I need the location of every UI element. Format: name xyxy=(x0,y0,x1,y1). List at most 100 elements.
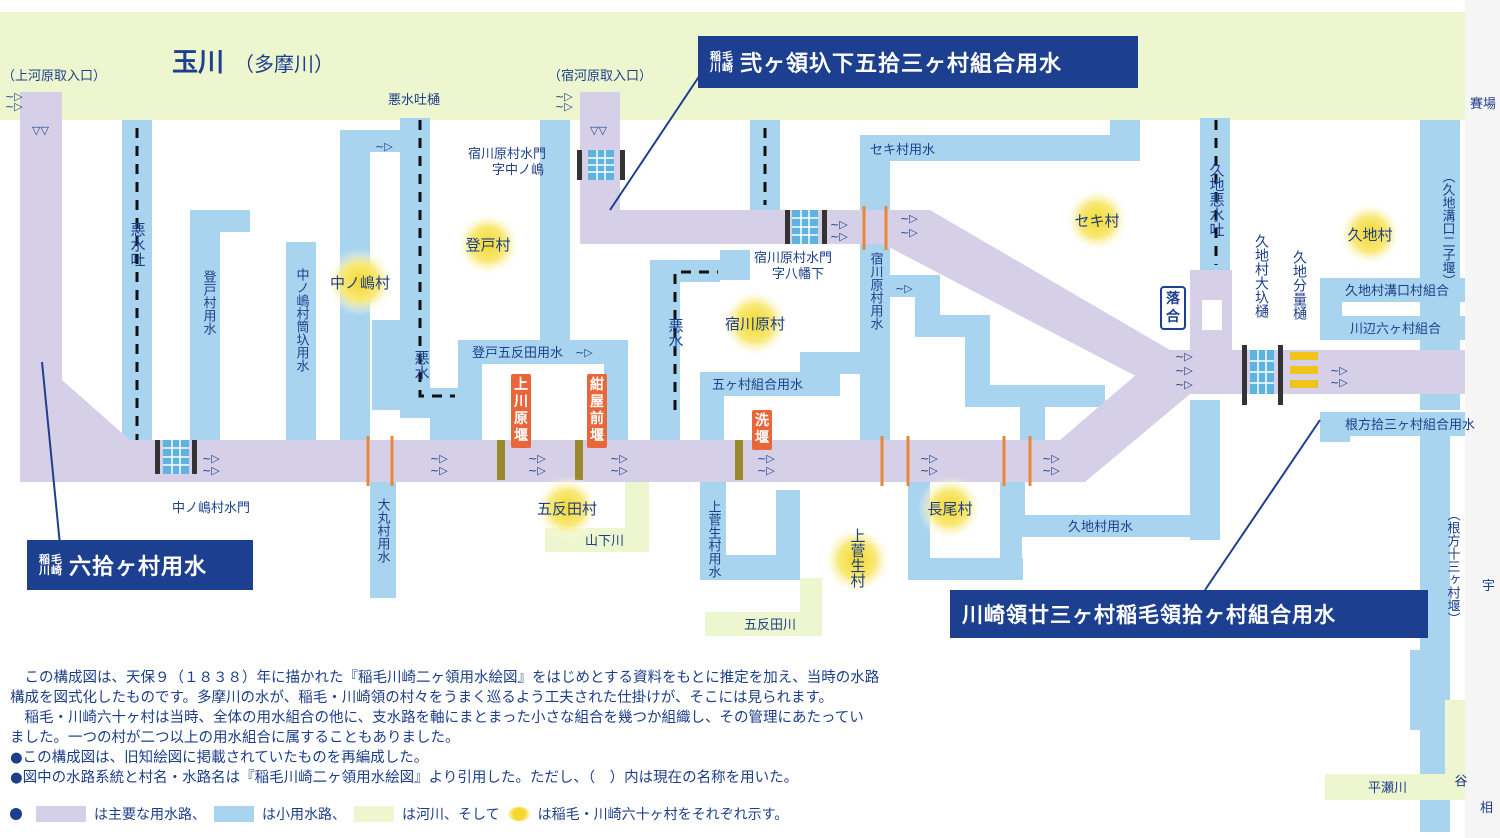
label-shuku-suimon-naka-sub: 字中ノ嶋 xyxy=(492,162,544,177)
legend-main-text: は主要な用水路、 xyxy=(94,807,206,823)
right-edge-panel xyxy=(1465,0,1500,838)
svg-text:▽▽: ▽▽ xyxy=(590,124,607,137)
label-kamisuge-v: 上菅生村用水 xyxy=(707,500,722,578)
label-akusui-toi: 悪水吐樋 xyxy=(388,92,440,107)
label-nakanoshima-suimon: 中ノ嶋村水門 xyxy=(172,500,250,515)
svg-text:~▷: ~▷ xyxy=(528,464,546,477)
weir-tag-kouyamae: 紺屋前堰 xyxy=(587,374,607,448)
svg-text:~▷: ~▷ xyxy=(1175,364,1193,377)
sub-canals xyxy=(122,118,1465,832)
svg-text:~▷: ~▷ xyxy=(1175,378,1193,391)
label-kuchi-mizoguchi: 久地村溝口村組合 xyxy=(1345,283,1449,298)
svg-text:~▷: ~▷ xyxy=(1330,364,1348,377)
village-gotanda: 五反田村 xyxy=(537,501,597,518)
svg-text:~▷: ~▷ xyxy=(202,464,220,477)
label-kuchi-akusui-v: 久地悪水吐 xyxy=(1208,162,1225,237)
village-nakanoshima: 中ノ嶋村 xyxy=(330,275,390,292)
svg-text:~▷: ~▷ xyxy=(610,452,628,465)
water-gates xyxy=(163,150,1318,474)
village-shukugawara: 宿川原村 xyxy=(725,316,785,333)
village-kuchi: 久地村 xyxy=(1347,227,1392,244)
title-left-main: 六拾ヶ村用水 xyxy=(69,555,208,580)
svg-text:~▷: ~▷ xyxy=(5,90,23,103)
svg-text:~▷: ~▷ xyxy=(830,230,848,243)
label-kuchi-youshui: 久地村用水 xyxy=(1068,519,1133,534)
legend-swatch-main xyxy=(36,806,86,822)
note-line: 稲毛・川崎六十ヶ村は当時、全体の用水組合の他に、支水路を軸にまとまった小さな組合… xyxy=(10,710,864,726)
svg-text:~▷: ~▷ xyxy=(202,452,220,465)
svg-text:~▷: ~▷ xyxy=(1330,376,1348,389)
label-akusui-v2: 悪水 xyxy=(413,350,430,380)
svg-text:~▷: ~▷ xyxy=(555,100,573,113)
river-branches xyxy=(545,480,1465,800)
label-shuku-suimon-naka: 宿川原村水門 xyxy=(468,146,546,161)
svg-text:~▷: ~▷ xyxy=(610,464,628,477)
label-nekata-13-v: （根方十三ヶ村堰） xyxy=(1446,508,1461,625)
main-canals xyxy=(20,92,1465,482)
svg-text:~▷: ~▷ xyxy=(430,464,448,477)
label-kuchi-bunryo: 久地分量樋 xyxy=(1292,250,1308,321)
legend-swatch-village xyxy=(507,807,530,821)
label-seki-youshui: セキ村用水 xyxy=(870,142,935,157)
svg-text:~▷: ~▷ xyxy=(1042,464,1060,477)
svg-text:~▷: ~▷ xyxy=(920,464,938,477)
svg-text:~▷: ~▷ xyxy=(430,452,448,465)
label-edge-mid-right: 宇 xyxy=(1482,578,1495,593)
svg-text:~▷: ~▷ xyxy=(1042,452,1060,465)
title-top-small: 稲毛川崎 xyxy=(710,50,734,74)
label-akusui-v3: 悪水 xyxy=(667,318,684,348)
label-shuku-suimon-hachiman-sub: 字八幡下 xyxy=(772,266,824,281)
svg-text:~▷: ~▷ xyxy=(528,452,546,465)
gate-brackets xyxy=(366,206,1032,486)
village-noboto: 登戸村 xyxy=(465,237,510,254)
label-tani-v: 谷 xyxy=(1453,774,1468,787)
title-top-main: 弐ヶ領圦下五拾三ヶ村組合用水 xyxy=(740,52,1063,77)
legend-swatch-sub xyxy=(214,806,254,822)
legend-swatch-river xyxy=(354,806,394,822)
callout-lines xyxy=(41,74,1321,591)
note-line: ました。一つの村が二つ以上の用水組合に属することもありました。 xyxy=(10,730,460,746)
label-kamigawara-intake: （上河原取入口） xyxy=(2,68,106,83)
label-gotanda-river: 五反田川 xyxy=(744,617,796,632)
label-noboto-gotanda: 登戸五反田用水 xyxy=(472,345,563,360)
svg-text:~▷: ~▷ xyxy=(900,212,918,225)
title-right-main: 川崎領廿三ヶ村稲毛領拾ヶ村組合用水 xyxy=(962,603,1336,627)
village-nagao: 長尾村 xyxy=(927,501,972,518)
svg-text:~▷: ~▷ xyxy=(575,346,593,359)
label-kuchi-oiri: 久地村大圦樋 xyxy=(1254,234,1270,319)
label-edge-bottom-right: 相 xyxy=(1480,800,1493,815)
title-right-canal: 川崎領廿三ヶ村稲毛領拾ヶ村組合用水 xyxy=(950,590,1428,638)
label-nakanoshima-youshui-v: 中ノ嶋村筒圦用水 xyxy=(295,268,310,372)
note-line: この構成図は、天保９（１８３８）年に描かれた『稲毛川崎二ヶ領用水絵図』をはじめと… xyxy=(10,670,880,686)
label-gokason: 五ヶ村組合用水 xyxy=(712,377,803,392)
note-line: ●図中の水路系統と村名・水路名は『稲毛川崎二ヶ領用水絵図』より引用した。ただし、… xyxy=(10,770,799,786)
svg-text:~▷: ~▷ xyxy=(900,226,918,239)
svg-text:▽▽: ▽▽ xyxy=(32,124,49,137)
label-akusui-v1: 悪水吐 xyxy=(129,222,146,267)
weir-tag-kamigawara: 上川原堰 xyxy=(511,374,531,448)
title-top-canal: 稲毛川崎 弐ヶ領圦下五拾三ヶ村組合用水 xyxy=(698,36,1138,88)
legend-sub-text: は小用水路、 xyxy=(262,807,346,823)
drainage-lines xyxy=(135,120,1218,440)
svg-text:~▷: ~▷ xyxy=(830,218,848,231)
legend-village-text: は稲毛・川崎六十ヶ村をそれぞれ示す。 xyxy=(537,807,789,823)
village-kamisuge: 上菅生村 xyxy=(849,528,866,588)
bullet-icon xyxy=(10,808,22,820)
river-sub: （多摩川） xyxy=(234,52,335,76)
svg-text:~▷: ~▷ xyxy=(1175,350,1193,363)
river-name: 玉川 xyxy=(172,48,225,78)
title-left-canal: 稲毛川崎 六拾ヶ村用水 xyxy=(27,540,253,590)
legend: は主要な用水路、 は小用水路、 は河川、そして は稲毛・川崎六十ヶ村をそれぞれ示… xyxy=(10,804,788,824)
svg-text:~▷: ~▷ xyxy=(895,282,913,295)
note-line: 構成を図式化したものです。多摩川の水が、稲毛・川崎領の村々をうまく巡るよう工夫さ… xyxy=(10,690,834,706)
title-left-small: 稲毛川崎 xyxy=(39,553,63,577)
svg-text:~▷: ~▷ xyxy=(757,452,775,465)
label-edge-top-right: 賽場 xyxy=(1470,96,1496,111)
weirs xyxy=(155,150,1283,480)
label-omaru-v: 大丸村用水 xyxy=(376,498,391,563)
label-noboto-youshui-v: 登戸村用水 xyxy=(202,270,217,335)
svg-text:~▷: ~▷ xyxy=(757,464,775,477)
village-glows xyxy=(326,188,1402,594)
explanation-notes: この構成図は、天保９（１８３８）年に描かれた『稲毛川崎二ヶ領用水絵図』をはじめと… xyxy=(10,668,1160,788)
